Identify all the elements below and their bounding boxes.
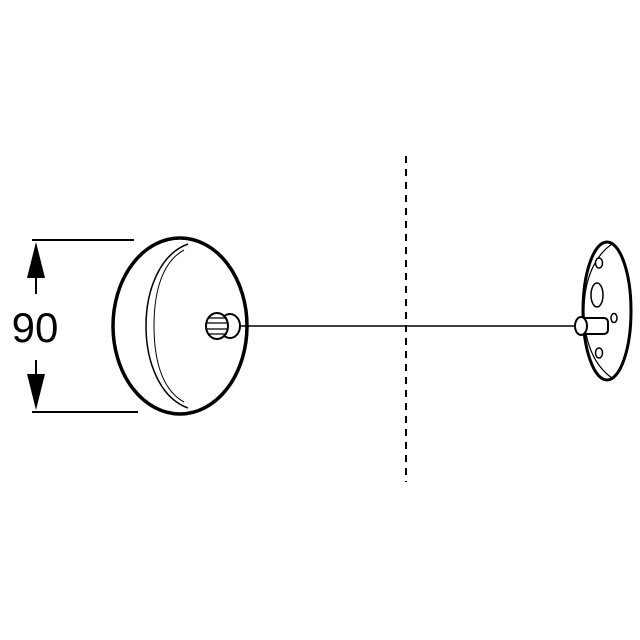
bracket-screw-hole-side <box>610 312 618 324</box>
bracket-hook-end <box>574 316 588 336</box>
housing-reel <box>111 236 249 416</box>
dimension-arrow-up <box>27 242 45 278</box>
bracket-screw-hole-bottom <box>594 347 604 359</box>
bracket-slot-hole <box>590 282 604 308</box>
bracket-plate <box>581 240 633 382</box>
bracket-screw-hole-top <box>594 257 604 269</box>
wall-bracket <box>574 240 633 382</box>
dimension-90: 90 <box>12 239 138 413</box>
housing-face-edge-inner <box>153 249 185 403</box>
housing-face-edge <box>145 243 189 409</box>
housing-knob <box>205 312 241 340</box>
knob-cap <box>205 312 229 340</box>
dimension-arrow-down <box>27 374 45 410</box>
dimension-label: 90 <box>12 304 59 351</box>
